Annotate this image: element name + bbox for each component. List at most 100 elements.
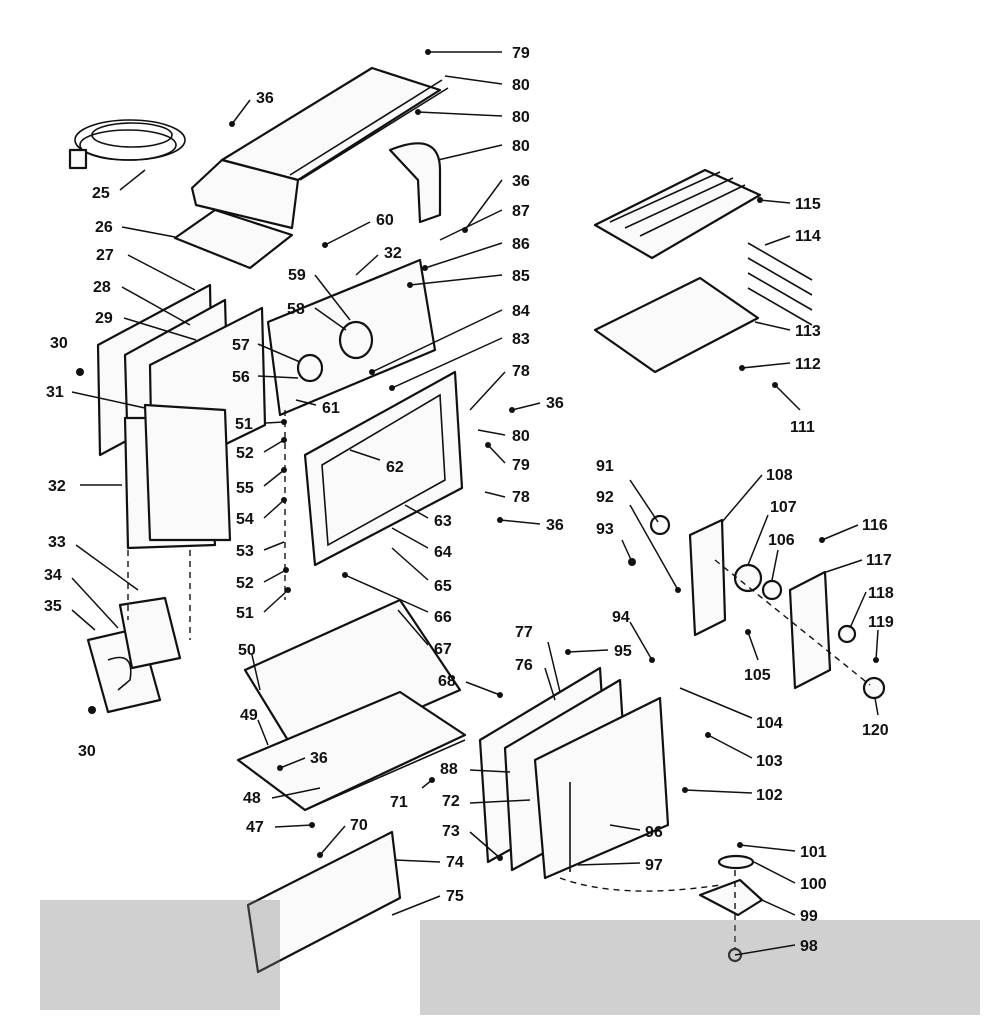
- callout-56: 56: [232, 369, 250, 386]
- callout-112: 112: [795, 356, 821, 373]
- callout-96: 96: [645, 824, 663, 841]
- callout-68: 68: [438, 673, 456, 690]
- callout-76: 76: [515, 657, 533, 674]
- clock-ring: [733, 563, 763, 593]
- callout-36: 36: [546, 517, 564, 534]
- clock-lens: [761, 579, 783, 601]
- callout-52: 52: [236, 445, 254, 462]
- callout-115: 115: [795, 196, 821, 213]
- callout-74: 74: [446, 854, 464, 871]
- callout-94: 94: [612, 609, 630, 626]
- callout-70: 70: [350, 817, 368, 834]
- oven-rack-wires: [609, 171, 746, 237]
- callout-labels: 79 80 80 80 36 25 26 36 87 86 60 32 59 8…: [44, 45, 894, 956]
- callout-57: 57: [232, 337, 250, 354]
- oven-door-glass: [143, 403, 232, 542]
- oven-door-outer-panel: [533, 696, 670, 880]
- lamp-receptacle: [862, 676, 886, 700]
- callout-114: 114: [795, 228, 821, 245]
- callout-67: 67: [434, 641, 452, 658]
- callout-97: 97: [645, 857, 663, 874]
- bottom-tray-edge: [304, 739, 466, 811]
- oven-front-frame-inner: [321, 393, 446, 547]
- callout-92: 92: [596, 489, 614, 506]
- callout-58: 58: [287, 301, 305, 318]
- callout-32: 32: [48, 478, 66, 495]
- callout-62: 62: [386, 459, 404, 476]
- callout-61: 61: [322, 400, 340, 417]
- control-knob: [649, 514, 671, 536]
- callout-106: 106: [768, 532, 795, 549]
- callout-30: 30: [78, 743, 96, 760]
- callout-93: 93: [596, 521, 614, 538]
- callout-27: 27: [96, 247, 114, 264]
- backguard-end-cap: [388, 142, 442, 224]
- callout-64: 64: [434, 544, 452, 561]
- callout-105: 105: [744, 667, 771, 684]
- callout-53: 53: [236, 543, 254, 560]
- callout-119: 119: [868, 614, 894, 631]
- callout-99: 99: [800, 908, 818, 925]
- callout-78: 78: [512, 489, 530, 506]
- hinge-bracket-rear: [118, 596, 182, 670]
- callout-55: 55: [236, 480, 254, 497]
- callout-28: 28: [93, 279, 111, 296]
- leveling-leg-bracket: [698, 878, 764, 917]
- lamp-socket: [837, 624, 857, 644]
- callout-49: 49: [240, 707, 258, 724]
- light-frame: [788, 570, 832, 690]
- callout-33: 33: [48, 534, 66, 551]
- callout-84: 84: [512, 303, 530, 320]
- callout-79: 79: [512, 45, 530, 62]
- broiler-pan: [593, 276, 760, 374]
- callout-80: 80: [512, 428, 530, 445]
- callout-103: 103: [756, 753, 783, 770]
- callout-102: 102: [756, 787, 783, 804]
- cooktop-front-panel: [190, 158, 300, 230]
- callout-52: 52: [236, 575, 254, 592]
- callout-32: 32: [384, 245, 402, 262]
- bottom-tray: [236, 690, 467, 812]
- top-trim-strip-edge: [299, 87, 449, 181]
- callout-59: 59: [288, 267, 306, 284]
- callout-100: 100: [800, 876, 827, 893]
- callout-86: 86: [512, 236, 530, 253]
- callout-83: 83: [512, 331, 530, 348]
- callout-35: 35: [44, 598, 62, 615]
- hinge-bracket-slot: [107, 656, 132, 691]
- callout-75: 75: [446, 888, 464, 905]
- callout-34: 34: [44, 567, 62, 584]
- callout-36: 36: [512, 173, 530, 190]
- wiring-harness: [68, 119, 186, 170]
- callout-85: 85: [512, 268, 530, 285]
- scan-noise: [40, 900, 980, 1015]
- assembly-guide-line: [559, 877, 721, 892]
- callout-36: 36: [310, 750, 328, 767]
- thermostat-bulb: [296, 353, 324, 383]
- callout-66: 66: [434, 609, 452, 626]
- burner-orifice: [338, 320, 374, 360]
- callout-72: 72: [442, 793, 460, 810]
- callout-117: 117: [866, 552, 892, 569]
- callout-77: 77: [515, 624, 533, 641]
- callout-116: 116: [862, 517, 888, 534]
- callout-98: 98: [800, 938, 818, 955]
- oven-front-frame: [303, 370, 464, 567]
- callout-107: 107: [770, 499, 797, 516]
- callout-71: 71: [390, 794, 408, 811]
- callout-31: 31: [46, 384, 64, 401]
- callout-87: 87: [512, 203, 530, 220]
- callout-73: 73: [442, 823, 460, 840]
- callout-36: 36: [546, 395, 564, 412]
- callout-26: 26: [95, 219, 113, 236]
- callout-60: 60: [376, 212, 394, 229]
- callout-113: 113: [795, 323, 821, 340]
- callout-80: 80: [512, 77, 530, 94]
- callout-88: 88: [440, 761, 458, 778]
- callout-111: 111: [790, 419, 815, 436]
- callout-65: 65: [434, 578, 452, 595]
- callout-101: 101: [800, 844, 827, 861]
- callout-108: 108: [766, 467, 793, 484]
- callout-54: 54: [236, 511, 254, 528]
